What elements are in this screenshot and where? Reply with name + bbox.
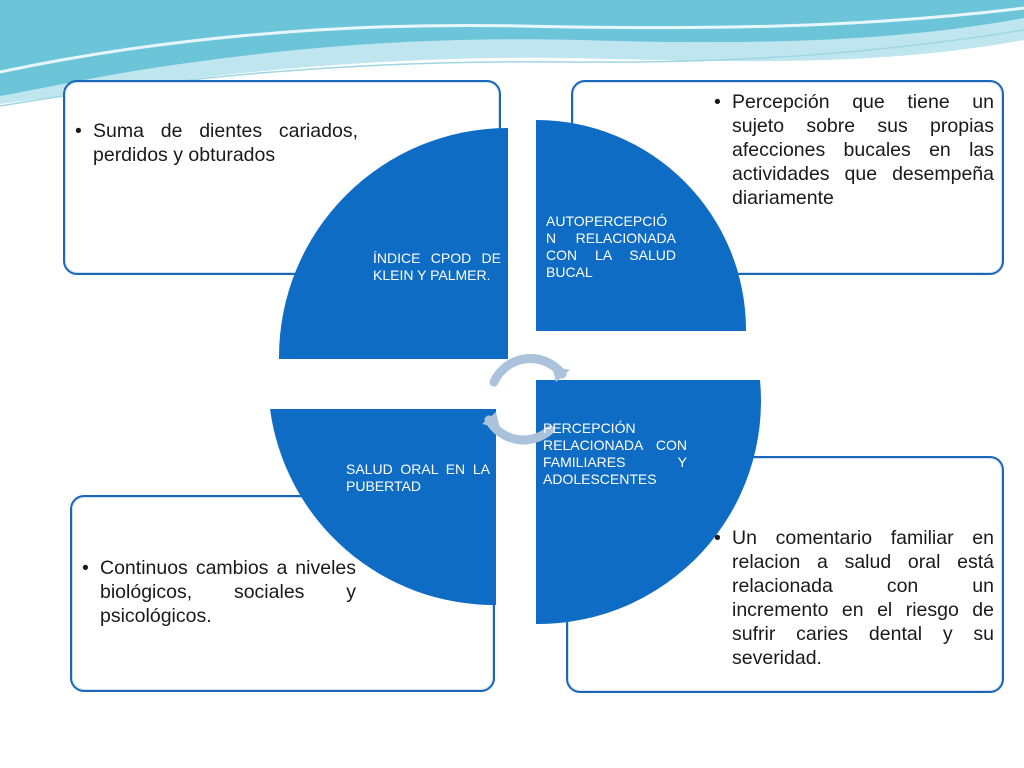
description-item: • Percepción que tiene un sujeto sobre su…: [714, 90, 994, 210]
description-text: Un comentario familiar en relacion a sal…: [732, 527, 994, 669]
quadrant-label-indice: ÍNDICE CPOD DE KLEIN Y PALMER.: [373, 250, 501, 283]
quadrant-autopercepcion: [536, 120, 746, 331]
description-list-pubertad: • Continuos cambios a niveles biológicos,…: [82, 556, 356, 628]
bullet-icon: •: [75, 120, 82, 142]
quadrant-label-familiares: PERCEPCIÓN RELACIONADA CON FAMILIARES Y …: [543, 420, 687, 487]
description-item: • Un comentario familiar en relacion a sa…: [714, 526, 994, 670]
wave-front: [0, 0, 1024, 96]
description-text: Percepción que tiene un sujeto sobre sus…: [732, 91, 994, 209]
cycle-arrowhead-top: [552, 366, 570, 382]
quadrant-pubertad: [270, 409, 496, 606]
cycle-arc-top: [489, 354, 567, 387]
cycle-arc-bottom: [484, 415, 555, 445]
quadrant-label-pubertad: SALUD ORAL EN LA PUBERTAD: [346, 461, 490, 494]
wave-highlight: [0, 6, 1024, 74]
description-item: • Suma de dientes cariados, perdidos y ob…: [75, 119, 358, 167]
quadrant-indice: [279, 128, 508, 359]
description-list-familiares: • Un comentario familiar en relacion a sa…: [714, 526, 994, 670]
description-item: • Continuos cambios a niveles biológicos,…: [82, 556, 356, 628]
cycle-arrowhead-bottom: [482, 412, 500, 428]
bullet-icon: •: [714, 91, 721, 113]
cycle-arrows-icon: [482, 354, 570, 445]
bullet-icon: •: [82, 557, 89, 579]
bullet-icon: •: [714, 527, 721, 549]
header-wave-decoration: [0, 0, 1024, 107]
quadrant-familiares: [536, 380, 761, 625]
description-text: Continuos cambios a niveles biológicos, …: [100, 557, 356, 627]
quadrant-label-autopercepcion: AUTOPERCEPCIÓN RELACIONADA CON LA SALUD …: [546, 213, 676, 280]
description-list-indice: • Suma de dientes cariados, perdidos y ob…: [75, 119, 358, 167]
description-list-autopercepcion: • Percepción que tiene un sujeto sobre su…: [714, 90, 994, 210]
description-text: Suma de dientes cariados, perdidos y obt…: [93, 120, 358, 166]
